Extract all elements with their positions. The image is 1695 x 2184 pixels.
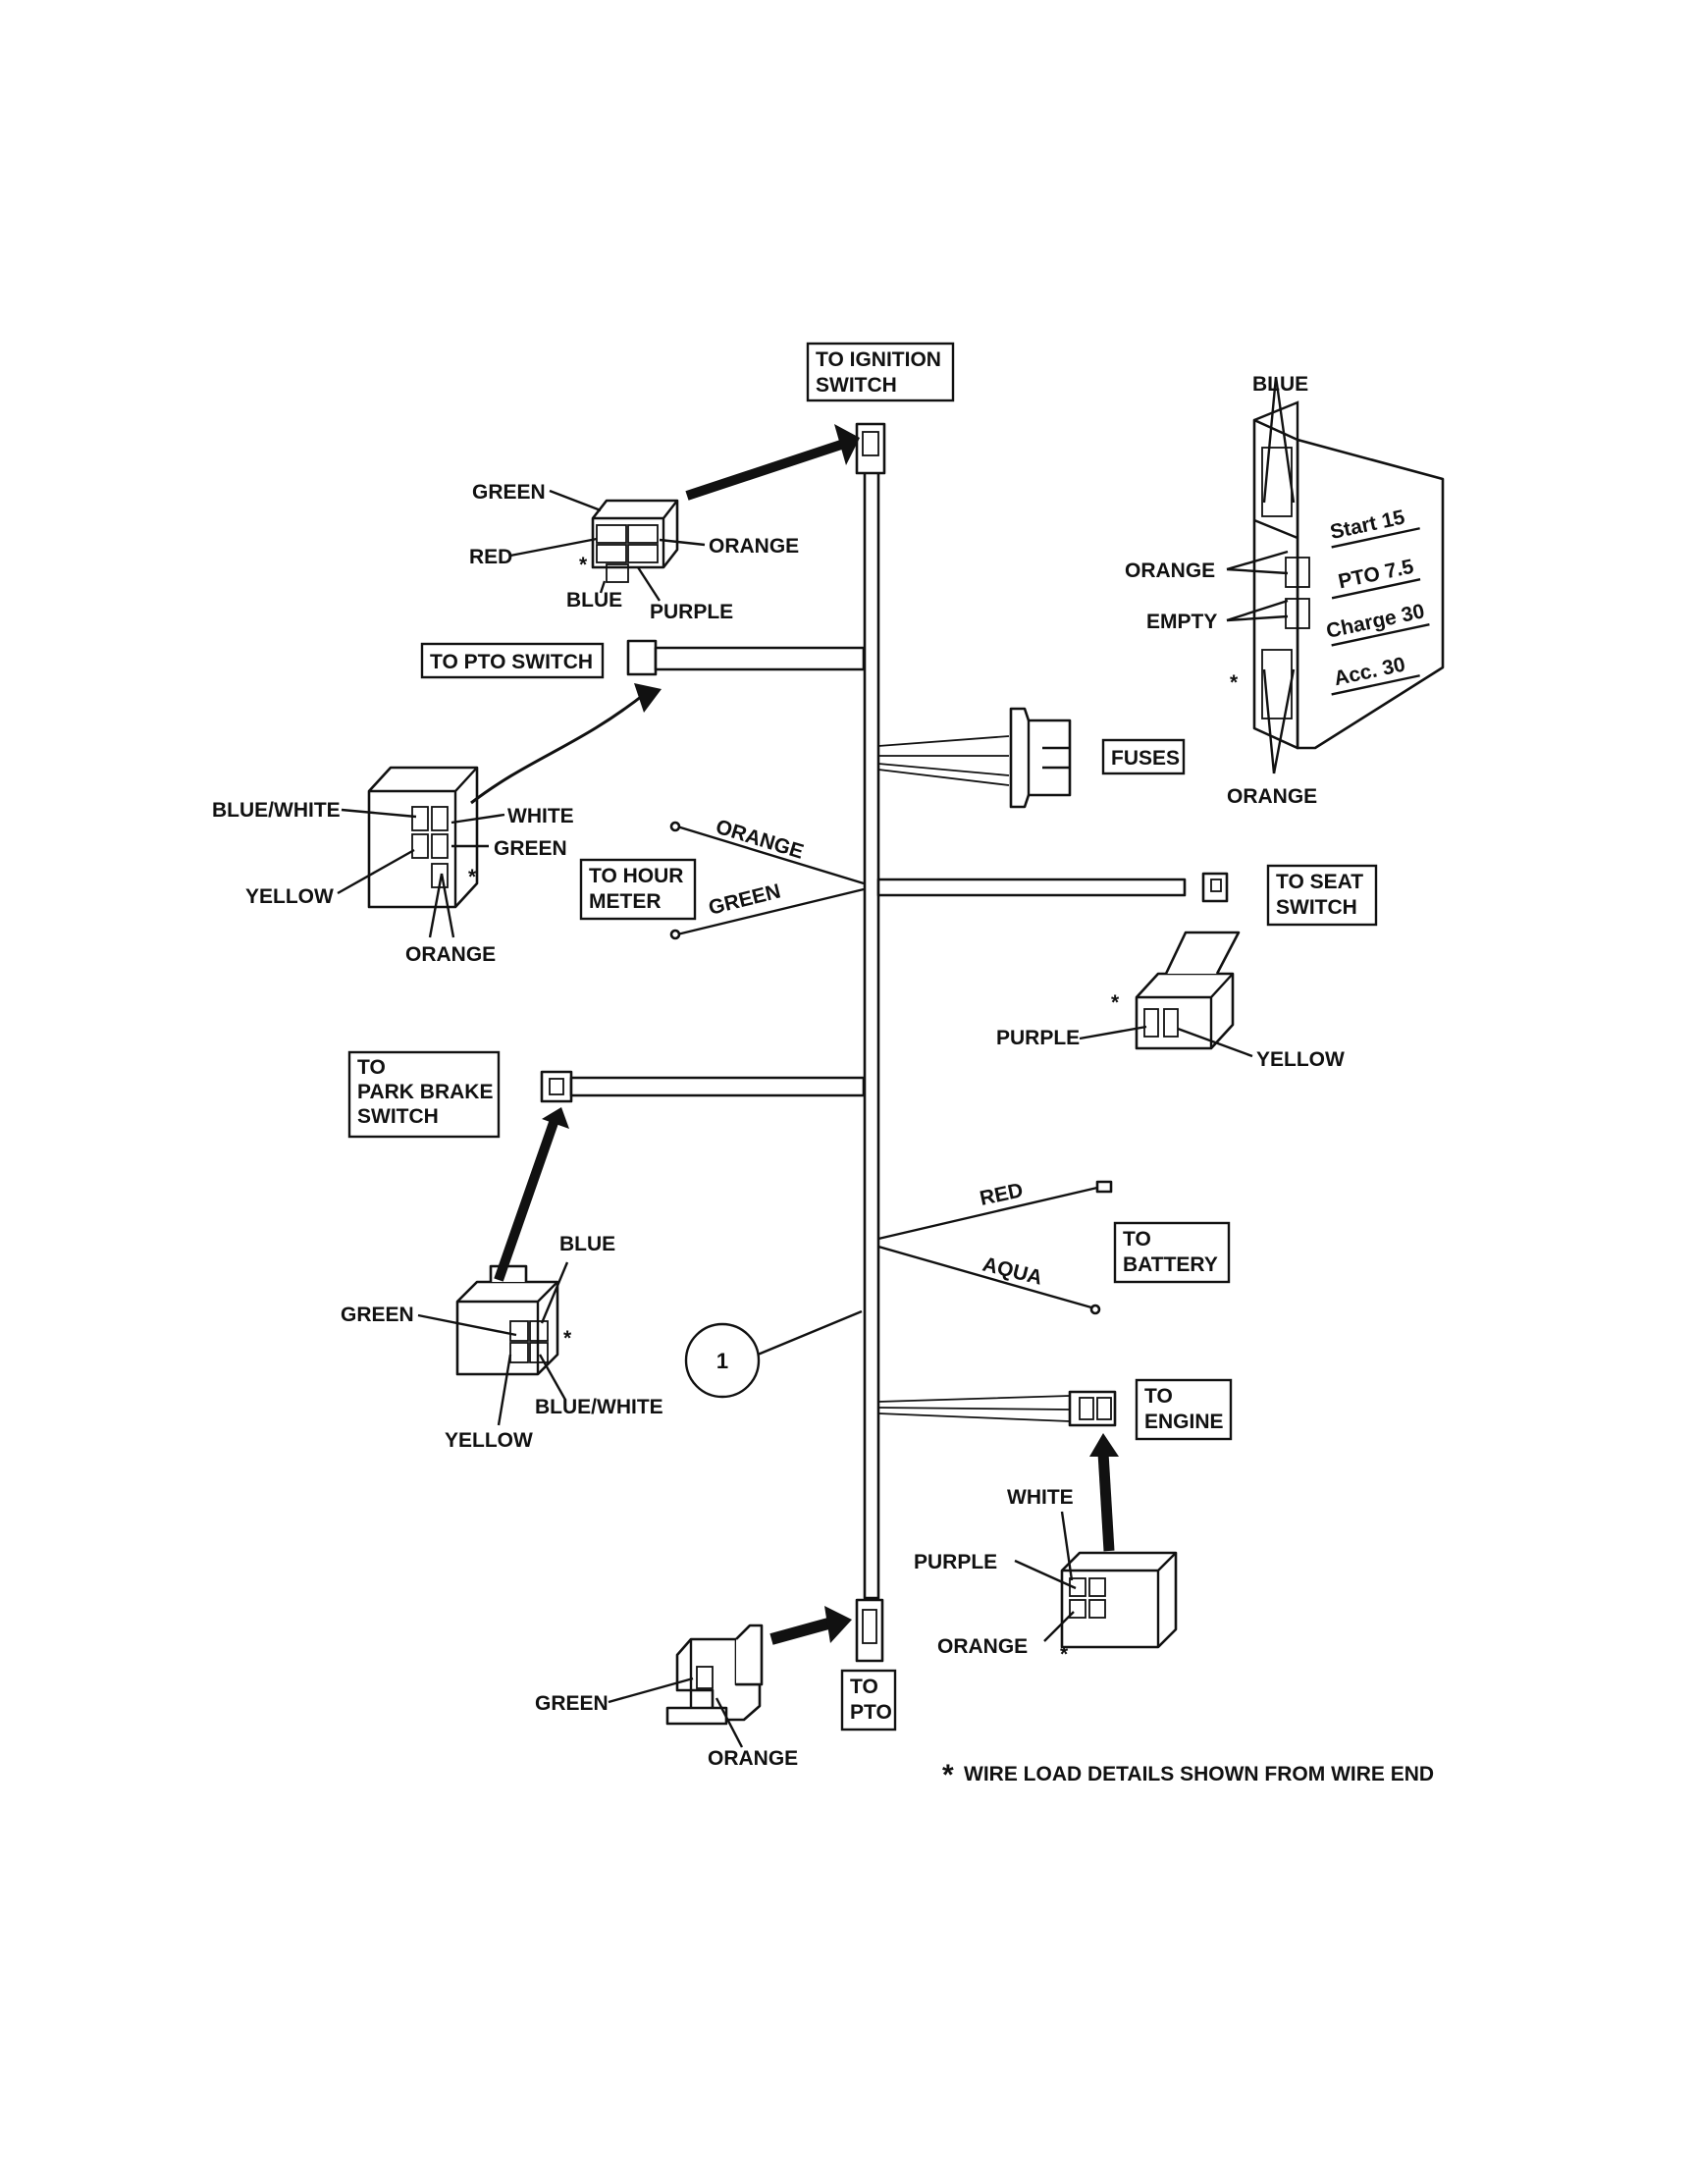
- hour-meter-box-line2: METER: [589, 890, 662, 913]
- pto-switch-asterisk: *: [468, 866, 477, 888]
- ignition-box-line1: TO IGNITION: [816, 348, 941, 371]
- engine-box-line2: ENGINE: [1144, 1411, 1224, 1433]
- pto-connector: GREEN ORANGE: [535, 1606, 852, 1770]
- seat-switch-purple-label: PURPLE: [996, 1027, 1080, 1049]
- battery-box-line1: TO: [1123, 1228, 1151, 1251]
- engine-connector: WHITE PURPLE ORANGE *: [914, 1433, 1178, 1666]
- footnote-asterisk: *: [942, 1759, 954, 1791]
- pto-box-line1: TO: [850, 1676, 878, 1698]
- pto-switch-green-label: GREEN: [494, 837, 567, 860]
- seat-switch-box: TO SEAT SWITCH: [1266, 864, 1378, 927]
- park-brake-asterisk: *: [563, 1327, 572, 1350]
- park-brake-box-line3: SWITCH: [357, 1105, 439, 1128]
- battery-wires: RED AQUA: [877, 1179, 1113, 1315]
- park-brake-box: TO PARK BRAKE SWITCH: [347, 1050, 501, 1139]
- seat-switch-connector: PURPLE YELLOW *: [996, 931, 1345, 1071]
- park-brake-box-line2: PARK BRAKE: [357, 1081, 493, 1103]
- fuse-block-orange-bottom-label: ORANGE: [1227, 785, 1317, 808]
- park-brake-wire: [540, 1070, 866, 1103]
- engine-asterisk: *: [1060, 1643, 1069, 1666]
- engine-white-label: WHITE: [1007, 1486, 1074, 1509]
- part-callout-1: 1: [684, 1309, 863, 1399]
- pto-switch-box: TO PTO SWITCH: [420, 642, 605, 679]
- engine-purple-label: PURPLE: [914, 1551, 997, 1573]
- callout-number: 1: [716, 1349, 728, 1373]
- footnote-text: WIRE LOAD DETAILS SHOWN FROM WIRE END: [964, 1763, 1434, 1785]
- pto-switch-white-label: WHITE: [507, 805, 574, 827]
- ignition-green-label: GREEN: [472, 481, 546, 504]
- seat-switch-box-line1: TO SEAT: [1276, 871, 1363, 893]
- seat-switch-wire: [876, 872, 1229, 903]
- fuse-holder: FUSES: [877, 707, 1186, 809]
- fuse-block: BLUE ORANGE EMPTY ORANGE * Start 15 PTO …: [1125, 373, 1445, 808]
- seat-switch-yellow-label: YELLOW: [1256, 1048, 1345, 1071]
- hour-meter-green-label: GREEN: [707, 879, 783, 919]
- engine-box: TO ENGINE: [1135, 1378, 1233, 1441]
- battery-box-line2: BATTERY: [1123, 1253, 1218, 1276]
- ignition-box: TO IGNITION SWITCH: [806, 342, 955, 402]
- park-brake-blue-label: BLUE: [559, 1233, 615, 1255]
- fuse-block-asterisk: *: [1230, 671, 1239, 694]
- ignition-orange-label: ORANGE: [709, 535, 799, 558]
- fuse-block-empty-label: EMPTY: [1146, 611, 1217, 633]
- hour-meter-wires: ORANGE GREEN: [669, 816, 865, 940]
- fuses-box-label: FUSES: [1111, 747, 1180, 770]
- seat-switch-box-line2: SWITCH: [1276, 896, 1357, 919]
- ignition-asterisk: *: [579, 554, 588, 576]
- engine-box-line1: TO: [1144, 1385, 1173, 1408]
- park-brake-blue-white-label: BLUE/WHITE: [535, 1396, 663, 1418]
- fuse-block-orange-top-label: ORANGE: [1125, 559, 1215, 582]
- pto-green-label: GREEN: [535, 1692, 609, 1715]
- pto-switch-connector: BLUE/WHITE WHITE GREEN YELLOW ORANGE *: [212, 683, 662, 966]
- pto-switch-yellow-label: YELLOW: [245, 885, 334, 908]
- hour-meter-box: TO HOUR METER: [579, 858, 697, 921]
- ignition-box-line2: SWITCH: [816, 374, 897, 397]
- engine-orange-label: ORANGE: [937, 1635, 1028, 1658]
- park-brake-green-label: GREEN: [341, 1304, 414, 1326]
- pto-switch-orange-label: ORANGE: [405, 943, 496, 966]
- pto-switch-blue-white-label: BLUE/WHITE: [212, 799, 341, 822]
- pto-switch-wire: [626, 639, 866, 676]
- ignition-blue-label: BLUE: [566, 589, 622, 612]
- seat-switch-asterisk: *: [1111, 991, 1120, 1014]
- ignition-purple-label: PURPLE: [650, 601, 733, 623]
- ignition-red-label: RED: [469, 546, 512, 568]
- main-harness-trunk: [855, 422, 886, 1663]
- pto-box-line2: PTO: [850, 1701, 892, 1724]
- hour-meter-box-line1: TO HOUR: [589, 865, 683, 887]
- fuse-block-blue-label: BLUE: [1252, 373, 1308, 396]
- ignition-connector: GREEN RED BLUE PURPLE ORANGE *: [469, 424, 860, 623]
- hour-meter-orange-label: ORANGE: [714, 816, 807, 864]
- pto-box: TO PTO: [840, 1669, 897, 1731]
- battery-box: TO BATTERY: [1113, 1221, 1231, 1284]
- pto-switch-box-label: TO PTO SWITCH: [430, 651, 593, 673]
- park-brake-connector: BLUE GREEN BLUE/WHITE YELLOW *: [341, 1107, 663, 1452]
- park-brake-box-line1: TO: [357, 1056, 386, 1079]
- footnote: * WIRE LOAD DETAILS SHOWN FROM WIRE END: [942, 1759, 1434, 1791]
- pto-orange-label: ORANGE: [708, 1747, 798, 1770]
- engine-wires: [877, 1390, 1117, 1427]
- park-brake-yellow-label: YELLOW: [445, 1429, 533, 1452]
